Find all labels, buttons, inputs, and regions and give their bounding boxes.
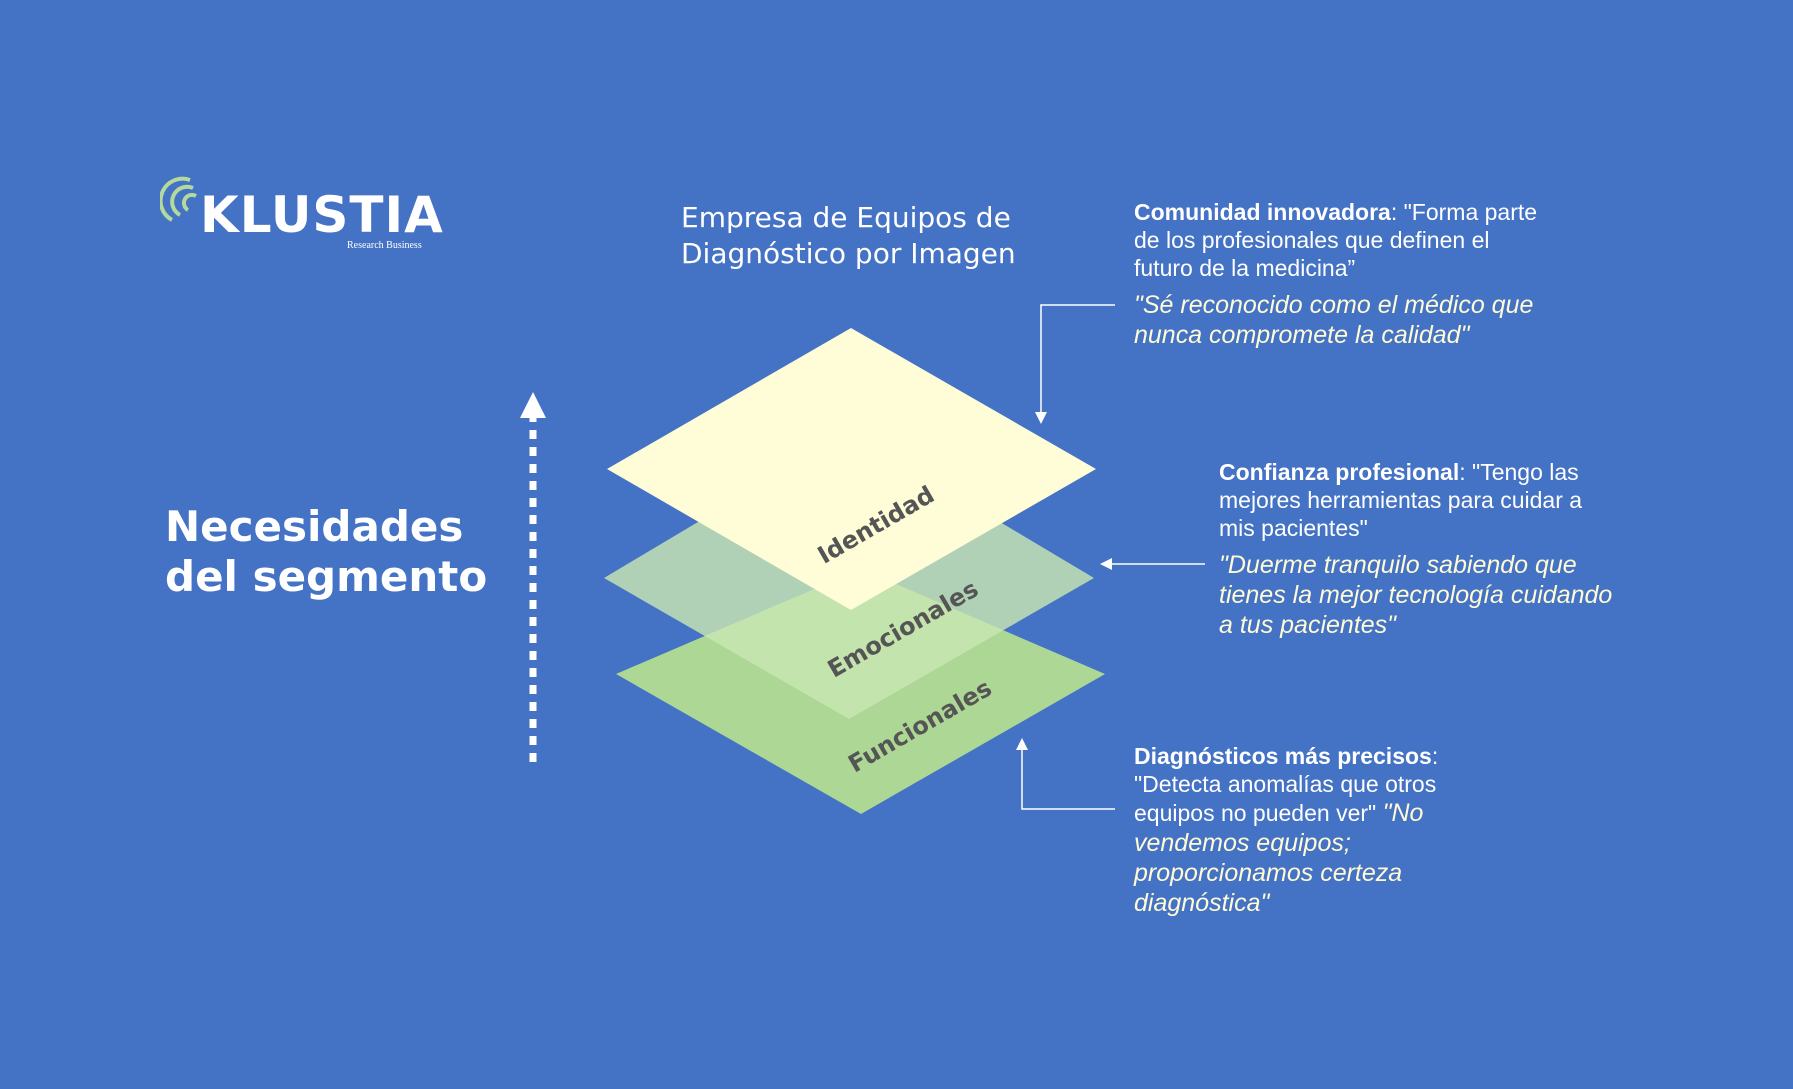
up-arrow	[520, 392, 546, 762]
callout-functional-text: : "Detecta anomalías que otros equipos n…	[1134, 743, 1439, 826]
callout-emotional-title: Confianza profesional	[1219, 459, 1460, 485]
callout-functional-quote: "No vendemos equipos; proporcionamos cer…	[1134, 799, 1424, 917]
section-title: Necesidades del segmento	[165, 502, 488, 601]
logo-wordmark: KLUSTIA	[200, 186, 444, 244]
callout-emotional: Confianza profesional: "Tengo las mejore…	[1219, 458, 1619, 640]
connector-identity	[1040, 304, 1115, 414]
logo-tagline: Research Business	[347, 240, 422, 251]
klustia-logo: KLUSTIA Research Business	[160, 165, 460, 265]
callout-emotional-text: : "Tengo las mejores herramientas para c…	[1219, 459, 1583, 541]
layer-identity	[607, 328, 1096, 610]
callout-identity-text: : "Forma parte de los profesionales que …	[1134, 199, 1538, 281]
diagram-heading: Empresa de Equipos de Diagnóstico por Im…	[681, 201, 1016, 270]
callout-identity-title: Comunidad innovadora	[1134, 199, 1391, 225]
callout-emotional-quote: "Duerme tranquilo sabiendo que tienes la…	[1219, 551, 1613, 639]
logo-waves-icon	[160, 176, 197, 222]
connector-functional	[1021, 750, 1115, 810]
callout-identity: Comunidad innovadora: "Forma parte de lo…	[1134, 198, 1554, 350]
callout-functional-title: Diagnósticos más precisos	[1134, 743, 1432, 769]
callout-functional: Diagnósticos más precisos: "Detecta anom…	[1134, 742, 1474, 918]
callout-identity-quote: "Sé reconocido como el médico que nunca …	[1134, 291, 1534, 349]
